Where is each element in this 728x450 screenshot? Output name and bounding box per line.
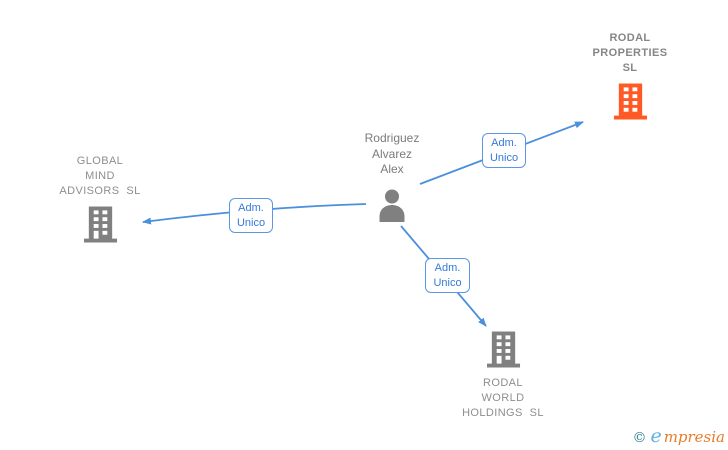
company-node-global-mind[interactable]: GLOBAL MIND ADVISORS SL <box>25 154 175 244</box>
company-node-rodal-world[interactable]: RODAL WORLD HOLDINGS SL <box>428 331 578 421</box>
building-icon-gray <box>486 331 520 368</box>
person-name: Rodriguez Alvarez Alex <box>364 131 420 176</box>
company-name-rodal-properties: RODAL PROPERTIES SL <box>592 32 668 74</box>
company-name-global-mind: GLOBAL MIND ADVISORS SL <box>59 155 141 197</box>
brand-initial: e <box>650 425 662 447</box>
company-name-rodal-world: RODAL WORLD HOLDINGS SL <box>462 377 544 419</box>
building-icon-gray <box>83 206 117 243</box>
empresia-watermark[interactable]: © e mpresia <box>632 425 725 447</box>
company-node-rodal-properties[interactable]: RODAL PROPERTIES SL <box>555 31 705 121</box>
person-node-rodriguez-alvarez-alex[interactable]: Rodriguez Alvarez Alex <box>317 131 467 222</box>
edge-label-adm-unico-rodal-properties: Adm. Unico <box>482 133 526 168</box>
edge-label-adm-unico-global-mind: Adm. Unico <box>229 198 273 233</box>
building-icon-orange <box>613 83 647 120</box>
brand-name: mpresia <box>663 428 725 446</box>
person-icon <box>379 189 405 222</box>
copyright-icon: © <box>632 430 647 446</box>
edge-label-adm-unico-rodal-world: Adm. Unico <box>425 258 470 293</box>
